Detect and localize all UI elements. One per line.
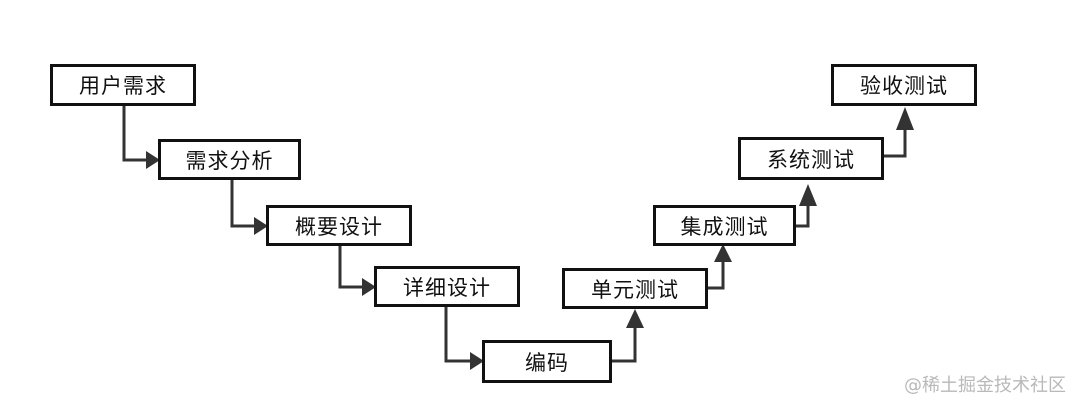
connector-outline-to-detail-design xyxy=(338,243,364,289)
stage-detailed-design: 详细设计 xyxy=(374,266,520,307)
connector-detail-design-to-coding xyxy=(444,304,472,363)
arrowhead-up xyxy=(799,184,817,206)
arrowhead-right xyxy=(146,151,160,169)
stage-outline-design: 概要设计 xyxy=(266,205,412,246)
connector-coding-to-unit-test xyxy=(611,328,637,363)
stage-unit-test: 单元测试 xyxy=(562,268,708,309)
connector-analysis-to-outline-design xyxy=(230,177,256,228)
stage-requirements-analysis: 需求分析 xyxy=(158,139,301,180)
stage-acceptance-test: 验收测试 xyxy=(831,64,977,106)
connector-integration-to-system-test xyxy=(795,206,810,228)
arrowhead-right xyxy=(254,217,268,235)
connector-requirements-to-analysis xyxy=(122,104,148,162)
watermark-text: @稀土掘金技术社区 xyxy=(904,375,1066,396)
arrowhead-up xyxy=(714,244,732,262)
arrowhead-up xyxy=(626,309,644,328)
arrowhead-up xyxy=(896,107,914,130)
arrowhead-right xyxy=(470,352,484,370)
stage-system-test: 系统测试 xyxy=(738,137,884,180)
stage-integration-test: 集成测试 xyxy=(653,205,796,246)
arrowhead-right xyxy=(362,278,376,296)
stage-user-requirements: 用户需求 xyxy=(50,64,196,106)
connector-unit-to-integration-test xyxy=(708,262,725,290)
connector-system-to-acceptance-test xyxy=(883,130,907,158)
stage-coding: 编码 xyxy=(482,340,612,383)
